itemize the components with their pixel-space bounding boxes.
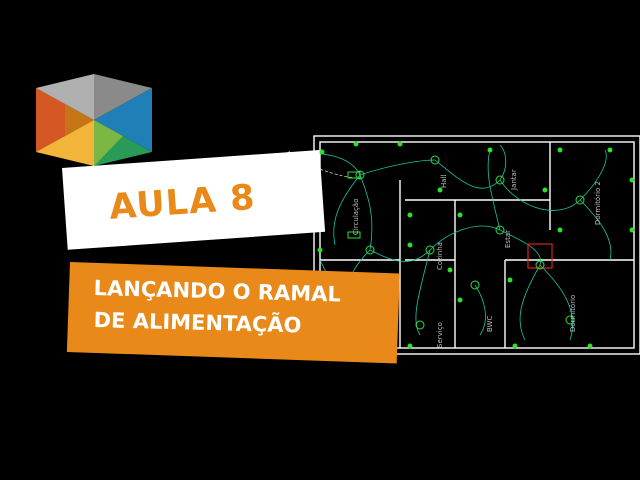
room-label: Dormitório bbox=[569, 295, 577, 332]
room-label: Hall bbox=[440, 175, 448, 188]
walls bbox=[313, 135, 640, 355]
room-label: BWC bbox=[486, 316, 494, 332]
brand-logo bbox=[36, 74, 152, 166]
distribution-panel bbox=[527, 243, 553, 269]
room-labels: Circulação Hall Jantar Dormitório 2 Esta… bbox=[352, 169, 602, 348]
room-label: Circulação bbox=[352, 199, 360, 236]
room-label: Jantar bbox=[510, 169, 518, 191]
room-label: Dormitório 2 bbox=[594, 181, 602, 225]
room-label: Serviço bbox=[436, 322, 444, 348]
electrical-floor-plan: Circulação Hall Jantar Dormitório 2 Esta… bbox=[270, 135, 640, 355]
room-label: Cozinha bbox=[436, 242, 444, 270]
room-label: Estar bbox=[504, 230, 512, 248]
